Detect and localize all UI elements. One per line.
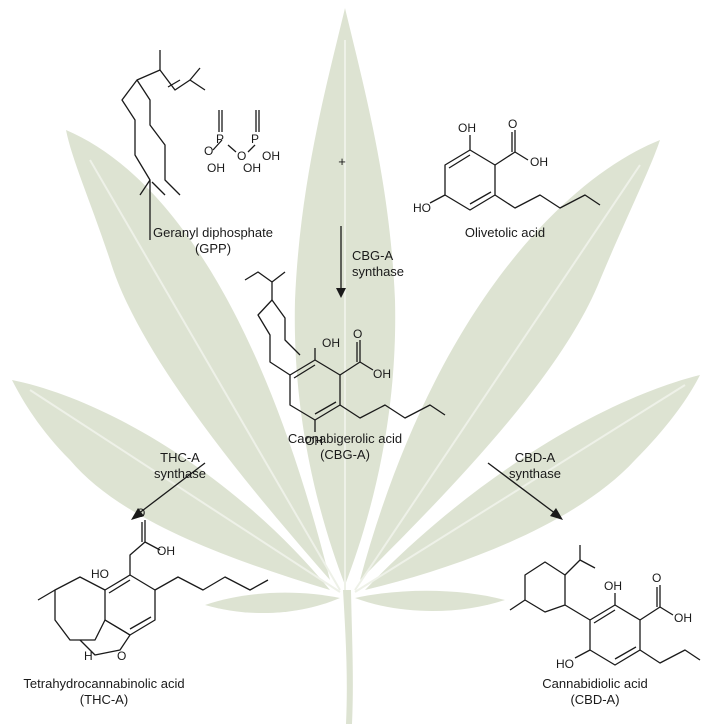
olivetolic-acid-structure: OH O OH HO — [413, 117, 601, 215]
gpp-structure: O P O P OH OH OH — [121, 50, 280, 240]
gpp-label: Geranyl diphosphate (GPP) — [138, 225, 288, 257]
cannabis-leaf-icon — [12, 8, 700, 724]
cbga-name: Caonabigerolic acid — [287, 431, 403, 446]
svg-text:OH: OH — [530, 155, 548, 169]
reaction-arrows — [131, 226, 563, 520]
thca-structure — [37, 520, 269, 656]
thca-synthase-label: THC-A synthase — [153, 450, 207, 481]
cbga-abbr: (CBG-A) — [320, 447, 370, 462]
svg-text:O: O — [204, 144, 213, 158]
svg-text:OH: OH — [373, 367, 391, 381]
arrow-head-down-icon — [336, 288, 346, 298]
cbda-label: Cannabidiolic acid (CBD-A) — [515, 676, 675, 708]
arrow-thca-synthase — [137, 462, 206, 515]
thca-label: Tetrahydrocannabinolic acid (THC-A) — [4, 676, 204, 708]
arrow-head-left-icon — [131, 508, 144, 520]
gpp-name: Geranyl diphosphate — [153, 225, 273, 240]
svg-text:O: O — [508, 117, 517, 131]
svg-text:HO: HO — [556, 657, 574, 671]
thca-abbr: (THC-A) — [79, 692, 129, 707]
svg-text:OH: OH — [604, 579, 622, 593]
svg-text:OH: OH — [305, 434, 323, 448]
arrow-head-right-icon — [550, 508, 563, 520]
cbga-structure — [244, 271, 446, 432]
svg-text:OH: OH — [262, 149, 280, 163]
olivetolic-acid-label: Olivetolic acid — [464, 225, 546, 240]
cbda-abbr: (CBD-A) — [570, 692, 620, 707]
svg-text:HO: HO — [91, 567, 109, 581]
svg-text:O: O — [237, 149, 246, 163]
svg-text:HO: HO — [413, 201, 431, 215]
gpp-abbr: (GPP) — [194, 241, 232, 256]
svg-text:OH: OH — [458, 121, 476, 135]
cbga-synthase-label: CBG-A synthase — [352, 248, 405, 279]
svg-text:OH: OH — [674, 611, 692, 625]
svg-text:OH: OH — [243, 161, 261, 175]
svg-text:OH: OH — [322, 336, 340, 350]
cbga-label: Caonabigerolic acid (CBG-A) — [260, 431, 430, 463]
svg-text:OH: OH — [157, 544, 175, 558]
svg-text:O: O — [136, 506, 145, 520]
svg-text:O: O — [117, 649, 126, 663]
svg-text:P: P — [251, 132, 259, 146]
plus-sign: + — [338, 154, 346, 169]
cbda-name: Cannabidiolic acid — [542, 676, 648, 691]
svg-text:H: H — [84, 649, 93, 663]
svg-text:O: O — [353, 327, 362, 341]
arrow-cbda-synthase — [487, 462, 557, 515]
svg-text:O: O — [652, 571, 661, 585]
cbda-structure — [509, 545, 701, 666]
svg-text:OH: OH — [207, 161, 225, 175]
svg-text:P: P — [216, 132, 224, 146]
cbda-synthase-label: CBD-A synthase — [508, 450, 562, 481]
thca-name: Tetrahydrocannabinolic acid — [23, 676, 185, 691]
